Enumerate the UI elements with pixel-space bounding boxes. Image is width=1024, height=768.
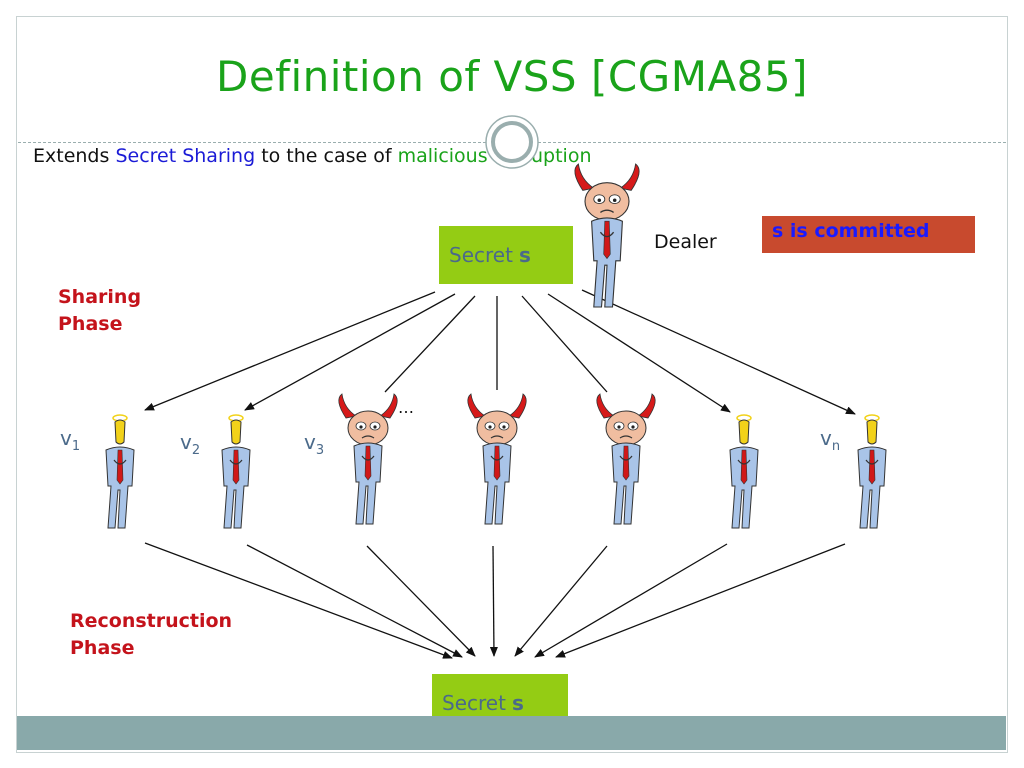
party-figure-3 [338,393,398,525]
party-label-n: vn [820,426,841,454]
footer-bar [17,716,1006,750]
recon-arrow-v3 [366,545,476,657]
title-ornament-inner [491,121,533,163]
party-figure-5 [596,393,656,525]
reconstruction-phase-line2: Phase [70,637,135,659]
sharing-phase-line2: Phase [58,313,123,335]
subtitle-prefix: Extends [33,145,116,167]
slide-title: Definition of VSS [CGMA85] [215,52,809,101]
secret-bottom-var: s [511,691,524,715]
committed-badge: s is committed [762,216,975,253]
secret-sharing-term: Secret Sharing [115,145,256,167]
share-arrow-v6 [547,293,731,413]
sharing-phase-line1: Sharing [58,286,142,308]
sharing-phase-label: Sharing Phase [58,284,141,338]
ellipsis: … [398,398,414,417]
party-figure-n [857,414,887,529]
party-figure-6 [729,414,759,529]
party-figure-1 [105,414,135,529]
party-label-2: v2 [180,430,201,458]
party-label-1: v1 [60,426,81,454]
subtitle-middle: to the case of [255,145,398,167]
recon-arrow-v2 [246,544,463,658]
secret-top-var: s [518,243,531,267]
recon-arrow-v5 [514,545,608,657]
dealer-label: Dealer [654,231,717,253]
secret-bottom-label: Secret [442,691,506,715]
party-figure-4 [467,393,527,525]
committed-text: s is committed [772,220,930,242]
party-figure-2 [221,414,251,529]
recon-arrow-vn [555,543,846,658]
share-arrow-v5 [521,295,608,393]
recon-arrow-v4 [489,545,498,657]
share-arrow-vn [581,289,856,415]
share-arrow-v2 [244,293,456,411]
party-label-3: v3 [304,430,325,458]
dealer-figure [574,163,640,308]
reconstruction-phase-label: Reconstruction Phase [70,608,232,662]
reconstruction-phase-line1: Reconstruction [70,610,233,632]
secret-top-label: Secret [449,243,513,267]
recon-arrow-v1 [144,542,453,659]
recon-arrow-v6 [534,543,728,658]
share-arrow-v3 [384,295,476,393]
share-arrow-v1 [144,291,436,411]
